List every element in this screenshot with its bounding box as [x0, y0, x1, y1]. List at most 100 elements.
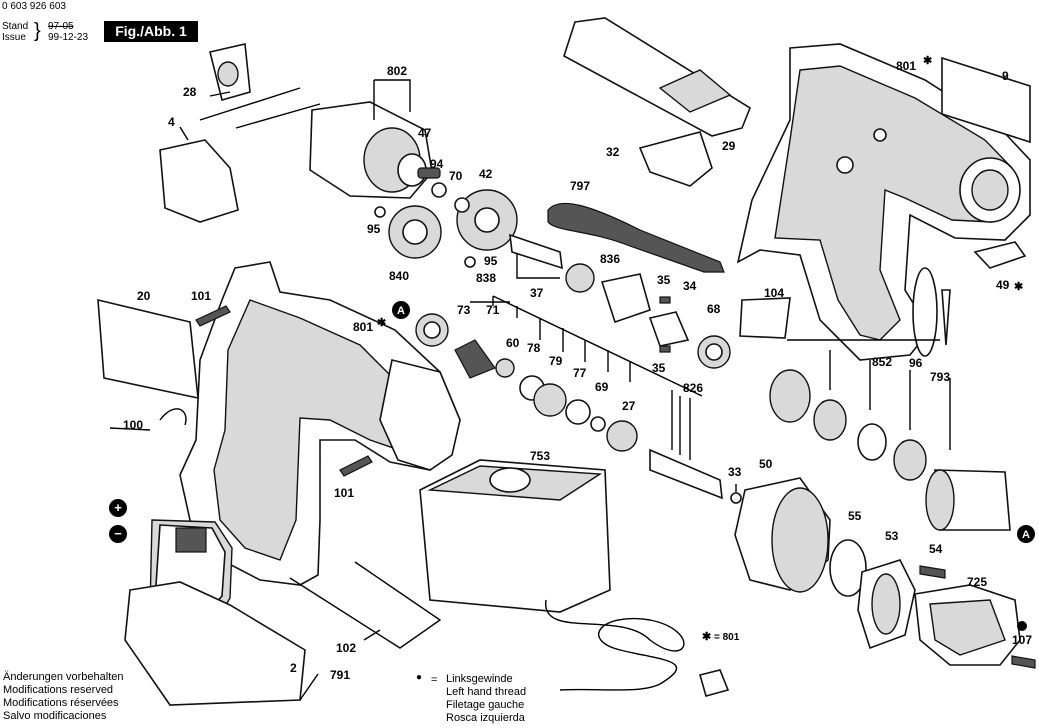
legend-line-de: Linksgewinde	[446, 673, 513, 685]
disclaimer: Änderungen vorbehalten Modifications res…	[3, 671, 123, 723]
housing-left-half	[179, 261, 461, 586]
left-hand-thread-dot	[1017, 621, 1027, 631]
battery-pack	[124, 519, 306, 706]
connector-block	[159, 139, 239, 223]
callout-107: 107	[1012, 633, 1032, 647]
callout-35-a: 35	[657, 273, 671, 287]
battery-cover	[563, 17, 751, 137]
brace: }	[34, 20, 41, 42]
callout-34: 34	[683, 279, 697, 293]
loop-cord	[159, 408, 187, 426]
callout-102: 102	[336, 641, 356, 655]
callout-42: 42	[479, 167, 493, 181]
callout-35-b: 35	[652, 361, 666, 375]
part-number: 0 603 926 603	[2, 1, 66, 12]
legend-equals: =	[431, 674, 438, 686]
asterisk-icon: ✱	[1014, 281, 1023, 293]
figure-label: Fig./Abb. 1	[104, 21, 198, 42]
leader-lines	[109, 79, 951, 701]
callout-78: 78	[527, 341, 541, 355]
a-marker-left: A	[392, 301, 410, 319]
callout-70: 70	[449, 169, 463, 183]
callout-labels: 2 4 9 20 27 28 29 32 33 34 35 35 37 42 4…	[123, 59, 1032, 682]
disclaimer-line-en: Modifications reserved	[3, 684, 114, 696]
label-plate	[941, 56, 1031, 144]
callout-101-b: 101	[334, 486, 354, 500]
callout-29: 29	[722, 139, 736, 153]
svg-text:A: A	[397, 305, 405, 317]
callout-95-a: 95	[367, 222, 381, 236]
planetary-train	[415, 233, 791, 504]
callout-47: 47	[418, 126, 432, 140]
callout-838: 838	[476, 271, 496, 285]
motor	[309, 101, 441, 199]
callout-37: 37	[530, 286, 544, 300]
callout-27: 27	[622, 399, 636, 413]
asterisk-icon: ✱	[377, 317, 386, 329]
callout-28: 28	[183, 85, 197, 99]
callout-802: 802	[387, 64, 407, 78]
callout-96: 96	[909, 356, 923, 370]
gear-set	[374, 182, 518, 268]
asterisk-markers: ✱ ✱ ✱	[377, 55, 1023, 329]
callout-836: 836	[600, 252, 620, 266]
callout-32: 32	[606, 145, 620, 159]
callout-71: 71	[486, 303, 500, 317]
callout-100: 100	[123, 418, 143, 432]
legend-line-en: Left hand thread	[446, 686, 527, 698]
callout-49: 49	[996, 278, 1010, 292]
plus-terminal-marker: +	[109, 499, 127, 517]
callout-753: 753	[530, 449, 550, 463]
callout-852: 852	[872, 355, 892, 369]
legend-line-es: Rosca izquierda	[446, 712, 525, 724]
callout-68: 68	[707, 302, 721, 316]
legend: Linksgewinde Left hand thread Filetage g…	[446, 673, 526, 725]
callout-55: 55	[848, 509, 862, 523]
issue-value: 99-12-23	[48, 32, 89, 43]
callout-53: 53	[885, 529, 899, 543]
clutch-assembly	[769, 267, 1011, 531]
screw-101-top	[195, 305, 231, 327]
housing-right-half	[736, 43, 1031, 361]
callout-791: 791	[330, 668, 350, 682]
svg-text:+: +	[114, 500, 122, 515]
cover-window	[658, 69, 732, 113]
callout-9: 9	[1002, 69, 1009, 83]
legend-dot-icon: ●	[416, 672, 423, 683]
stand-old-value: 97-05	[48, 21, 74, 32]
callout-69: 69	[595, 380, 609, 394]
callout-801-b: 801	[353, 320, 373, 334]
callout-20: 20	[137, 289, 151, 303]
callout-4: 4	[168, 115, 175, 129]
legend-line-fr: Filetage gauche	[446, 699, 525, 711]
callout-77: 77	[573, 366, 587, 380]
callout-797: 797	[570, 179, 590, 193]
disclaimer-line-fr: Modifications réservées	[3, 697, 119, 709]
left-label-plate	[97, 298, 199, 400]
callout-54: 54	[929, 542, 943, 556]
switch-button	[638, 131, 713, 187]
callout-801-a: 801	[896, 59, 916, 73]
callout-79: 79	[549, 354, 563, 368]
callout-2: 2	[290, 661, 297, 675]
callout-95-b: 95	[484, 254, 498, 268]
callout-60: 60	[506, 336, 520, 350]
clip-part	[973, 241, 1027, 269]
callout-50: 50	[759, 457, 773, 471]
callout-104: 104	[764, 286, 784, 300]
svg-text:−: −	[114, 526, 122, 541]
disclaimer-line-es: Salvo modificaciones	[3, 710, 107, 722]
callout-73: 73	[457, 303, 471, 317]
disclaimer-line-de: Änderungen vorbehalten	[3, 671, 124, 683]
svg-text:A: A	[1022, 529, 1030, 541]
footnote-star-text: = 801	[714, 632, 740, 643]
stand-label: Stand	[2, 21, 29, 32]
charger	[419, 459, 730, 697]
front-assembly	[734, 477, 1036, 669]
callout-94: 94	[430, 157, 444, 171]
screw-101-bottom	[339, 455, 373, 477]
wrist-strap	[547, 202, 725, 273]
callout-840: 840	[389, 269, 409, 283]
callout-101-a: 101	[191, 289, 211, 303]
